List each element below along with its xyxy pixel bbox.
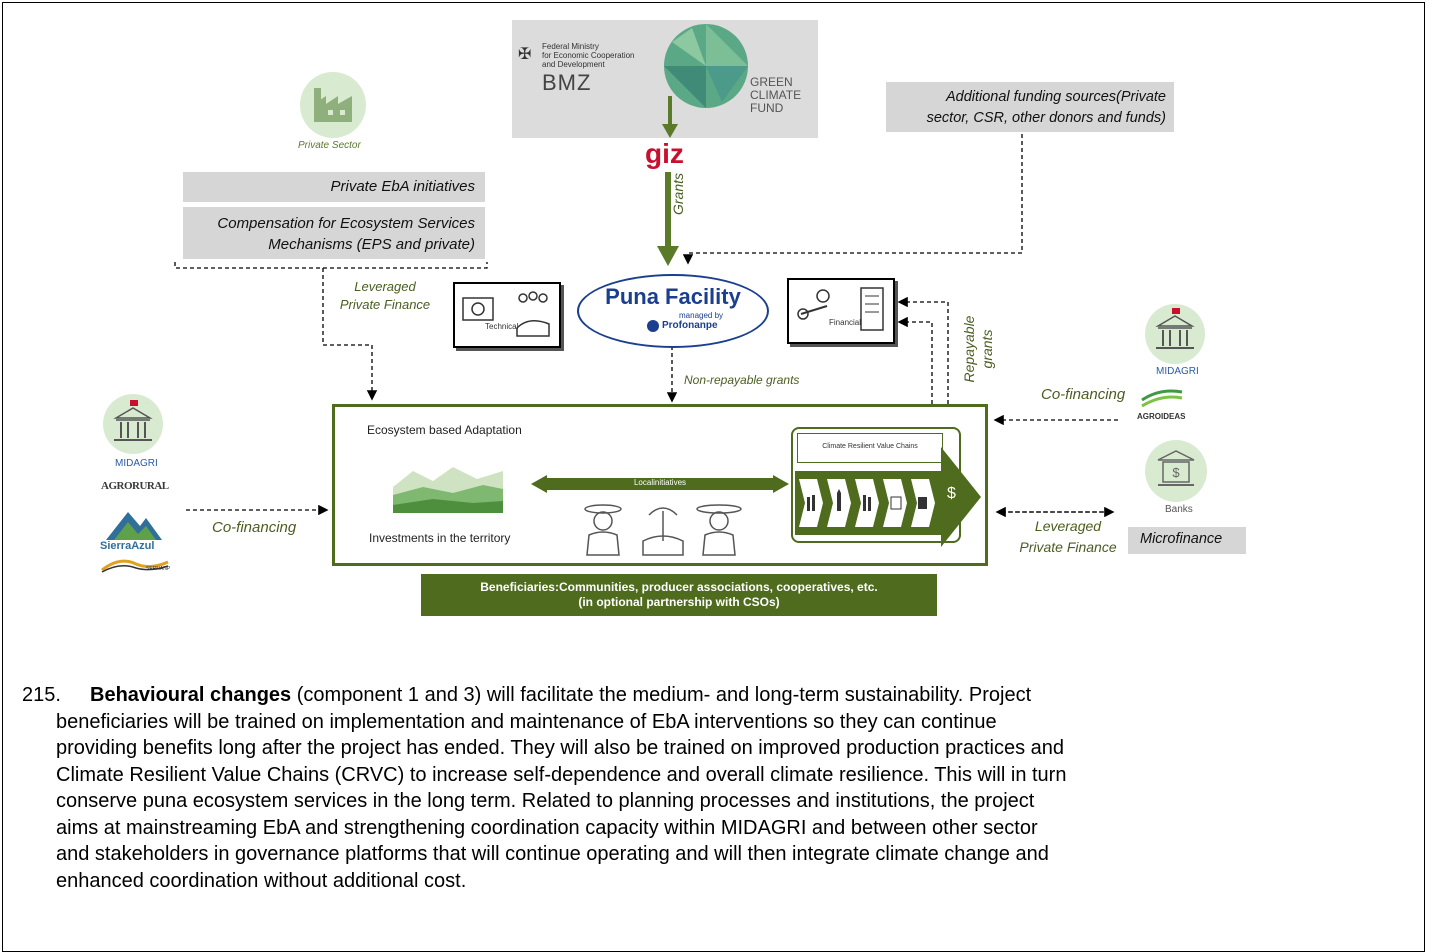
bmz-ministry-text: Federal Ministry for Economic Cooperatio… bbox=[542, 42, 635, 69]
paragraph-line: conserve puna ecosystem services in the … bbox=[56, 790, 1035, 812]
microfinance-label: Microfinance bbox=[1140, 531, 1223, 547]
people-icons bbox=[584, 504, 742, 556]
right-cofinancing-label: Co-financing bbox=[1041, 386, 1126, 403]
midagri-right-building-icon bbox=[1155, 308, 1195, 349]
local-initiatives-arrow bbox=[531, 475, 789, 493]
gcf-text: GREEN CLIMATE FUND bbox=[750, 75, 802, 115]
repayable-line1: Repayable bbox=[961, 315, 977, 383]
midagri-left-label: MIDAGRI bbox=[115, 458, 158, 469]
sernanp-label: SERNANP bbox=[146, 566, 171, 572]
crvc-chain-icons bbox=[799, 479, 935, 527]
financial-assistance-box: Financial bbox=[787, 278, 895, 344]
left-cofinancing-label: Co-financing bbox=[212, 519, 297, 536]
factory-icon bbox=[314, 88, 352, 122]
financial-label: Financial bbox=[829, 318, 862, 327]
local-initiatives-label: Localinitiatives bbox=[633, 478, 687, 487]
financial-icon bbox=[797, 287, 884, 331]
landscape-image bbox=[393, 467, 503, 513]
bank-icon: $ bbox=[1157, 450, 1195, 486]
profonanpe-label: Profonanpe bbox=[662, 320, 718, 331]
gcf-globe-icon bbox=[664, 24, 748, 108]
microfinance-box: Microfinance bbox=[1128, 527, 1246, 554]
right-leveraged-line1: Leveraged bbox=[1034, 518, 1102, 534]
compensation-box: Compensation for Ecosystem Services Mech… bbox=[183, 207, 485, 259]
profonanpe-logo-icon bbox=[647, 320, 659, 332]
crvc-title-box: Climate Resilient Value Chains bbox=[797, 433, 943, 463]
repayable-line2: grants bbox=[979, 329, 995, 369]
private-eba-initiatives-label: Private EbA initiatives bbox=[330, 178, 475, 195]
funders-to-giz-arrow bbox=[662, 96, 678, 138]
sernanp-logo-icon bbox=[101, 559, 169, 573]
banks-label: Banks bbox=[1165, 504, 1193, 515]
private-eba-initiatives-box: Private EbA initiatives bbox=[183, 172, 485, 202]
crvc-dollar-label: $ bbox=[947, 485, 956, 502]
agroideas-label: AGROIDEAS bbox=[1137, 412, 1186, 421]
agroideas-swoosh-icon bbox=[1141, 389, 1183, 408]
paragraph-line: providing benefits long after the projec… bbox=[56, 737, 1065, 759]
crvc-title: Climate Resilient Value Chains bbox=[822, 443, 918, 450]
paragraph-line: and stakeholders in governance platforms… bbox=[56, 843, 1049, 865]
private-leveraged-line2: Private Finance bbox=[339, 297, 431, 312]
paragraph-bold-lead: Behavioural changes bbox=[90, 684, 292, 706]
grants-arrow bbox=[657, 172, 679, 266]
paragraph-line: beneficiaries will be trained on impleme… bbox=[56, 710, 997, 733]
bmz-logo-text: BMZ bbox=[542, 70, 592, 95]
compensation-line1: Compensation for Ecosystem Services bbox=[217, 215, 475, 232]
technical-assistance-box: Technical bbox=[453, 282, 561, 348]
sierra-azul-label: SierraAzul bbox=[100, 540, 155, 552]
paragraph-first-line: 215. Behavioural changes (component 1 and… bbox=[22, 682, 1412, 709]
private-leveraged-line1: Leveraged bbox=[354, 279, 416, 294]
agrorural-logo: AGRORURAL bbox=[101, 480, 169, 492]
crvc-container: Climate Resilient Value Chains bbox=[791, 427, 961, 543]
right-leveraged-line2: Private Finance bbox=[1019, 539, 1117, 555]
crvc-dollar-arrow bbox=[941, 447, 981, 547]
giz-logo: giz bbox=[645, 138, 684, 169]
paragraph-215: 215. Behavioural changes (component 1 and… bbox=[22, 682, 1412, 894]
additional-funding-line1: Additional funding sources(Private bbox=[945, 89, 1166, 105]
svg-text:$: $ bbox=[1172, 465, 1180, 480]
sierra-azul-mountain-icon bbox=[106, 512, 162, 540]
additional-funding-line2: sector, CSR, other donors and funds) bbox=[926, 110, 1166, 126]
connector-lines bbox=[174, 134, 1118, 518]
paragraph-line: aims at mainstreaming EbA and strengthen… bbox=[56, 816, 1038, 839]
private-sector-label: Private Sector bbox=[298, 140, 361, 151]
technical-label: Technical bbox=[485, 322, 519, 331]
eba-title: Ecosystem based Adaptation bbox=[367, 423, 522, 437]
puna-facility-title: Puna Facility bbox=[605, 284, 741, 309]
paragraph-line: enhanced coordination without additional… bbox=[56, 869, 467, 892]
compensation-line2: Mechanisms (EPS and private) bbox=[268, 236, 475, 253]
puna-facility-ellipse: Puna Facility managed by Profonanpe bbox=[577, 274, 769, 348]
paragraph-line: Climate Resilient Value Chains (CRVC) to… bbox=[56, 763, 1067, 786]
paragraph-first-line-text: (component 1 and 3) will facilitate the … bbox=[291, 684, 1032, 706]
funders-banner: ✠ Federal Ministry for Economic Cooperat… bbox=[512, 20, 818, 138]
investments-label: Investments in the territory bbox=[369, 531, 511, 545]
non-repayable-grants-label: Non-repayable grants bbox=[684, 373, 800, 387]
repayable-grants-label: Repayable grants bbox=[960, 306, 996, 392]
private-leveraged-label: Leveraged Private Finance bbox=[330, 278, 440, 314]
beneficiaries-banner: Beneficiaries:Communities, producer asso… bbox=[421, 574, 937, 616]
additional-funding-box: Additional funding sources(Private secto… bbox=[886, 82, 1174, 132]
beneficiaries-line1: Beneficiaries:Communities, producer asso… bbox=[480, 580, 878, 594]
managed-by-label: managed by bbox=[679, 311, 724, 320]
german-eagle-icon: ✠ bbox=[518, 46, 532, 63]
midagri-left-building-icon bbox=[113, 400, 153, 441]
midagri-right-label: MIDAGRI bbox=[1156, 366, 1199, 377]
technical-icon bbox=[462, 291, 550, 337]
paragraph-number: 215. bbox=[22, 684, 61, 706]
eba-center-box: Ecosystem based Adaptation Investments i… bbox=[332, 404, 988, 566]
right-leveraged-label: Leveraged Private Finance bbox=[1004, 516, 1132, 558]
beneficiaries-line2: (in optional partnership with CSOs) bbox=[578, 595, 780, 609]
